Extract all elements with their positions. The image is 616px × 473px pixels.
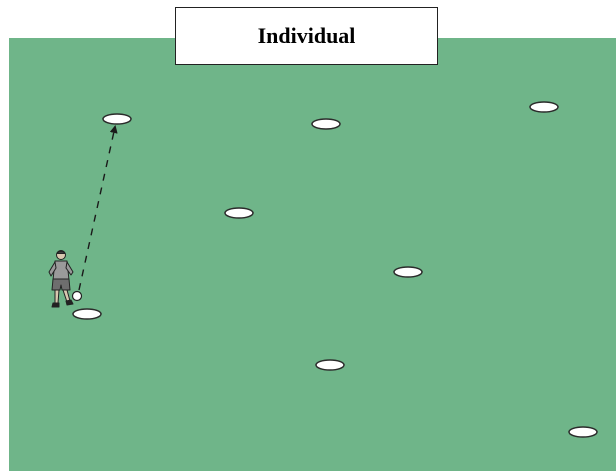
disc-cone-icon [315,359,345,371]
disc-cone-icon [102,113,132,125]
page-title: Individual [175,7,438,65]
disc-cone-icon [224,207,254,219]
disc-cone-icon [393,266,423,278]
disc-cone-icon [311,118,341,130]
cones [72,101,598,438]
disc-cone-icon [72,308,102,320]
pitch [9,38,616,471]
disc-cone-icon [529,101,559,113]
soccer-player-icon [48,250,74,308]
soccer-ball-icon [71,290,83,302]
disc-cone-icon [568,426,598,438]
